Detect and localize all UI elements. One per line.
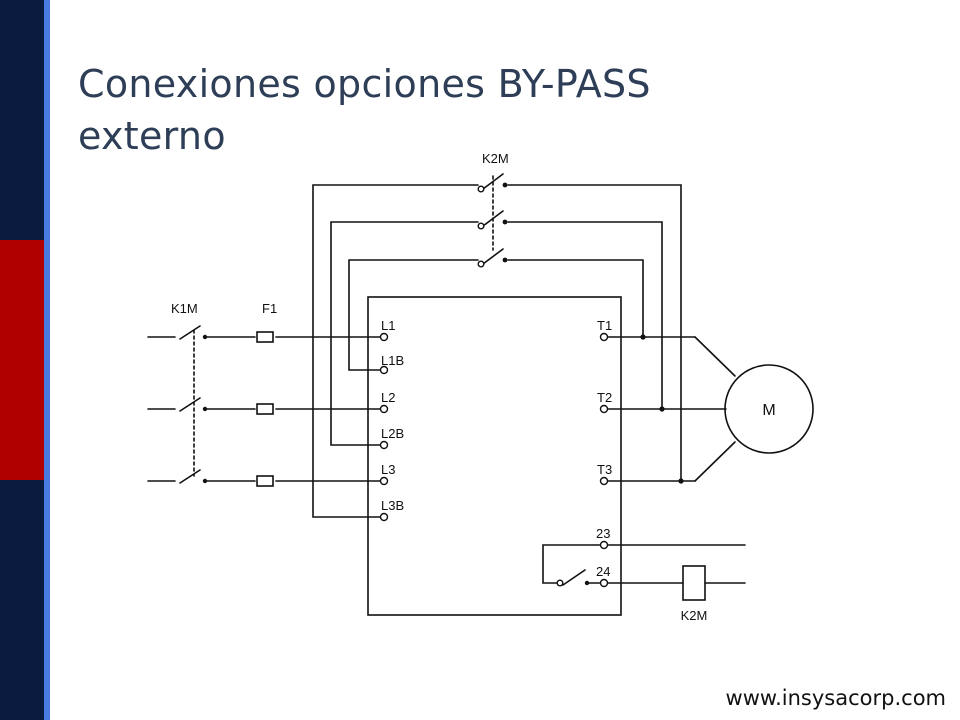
k2m-fixed-3: [502, 257, 508, 263]
label-f1: F1: [262, 301, 277, 316]
k2m-node-1: [477, 185, 485, 193]
k1m-contact-1: [179, 325, 201, 340]
terminals: [379, 185, 609, 588]
label-l2b: L2B: [381, 426, 404, 441]
label-coil-k2m: K2M: [681, 608, 708, 623]
fuse-3: [256, 475, 274, 487]
motor-circle: [724, 364, 814, 454]
label-k1m: K1M: [171, 301, 198, 316]
label-l1: L1: [381, 318, 395, 333]
wire-relay-23: [542, 544, 602, 584]
label-t1: T1: [597, 318, 612, 333]
label-l1b: L1B: [381, 353, 404, 368]
label-t2: T2: [597, 390, 612, 405]
line-t1-motor: [694, 336, 736, 377]
line-t3-motor: [694, 441, 736, 482]
wire-l3b-bypass: [312, 184, 479, 518]
k1m-fixed-3: [202, 478, 208, 484]
label-motor: M: [762, 402, 775, 419]
relay-fixed: [584, 580, 590, 586]
wire-bypass-t2: [507, 221, 663, 410]
k2m-node-3: [477, 260, 485, 268]
slide-title-line1: Conexiones opciones BY-PASS: [78, 62, 651, 106]
terminal-l1: [379, 332, 389, 342]
k2m-node-2: [477, 222, 485, 230]
terminal-l1b: [379, 365, 389, 375]
terminal-t3: [599, 476, 609, 486]
terminal-23: [599, 540, 609, 550]
relay-node: [556, 579, 564, 587]
fuse-2: [256, 403, 274, 415]
terminal-t1: [599, 332, 609, 342]
k1m-fixed-1: [202, 334, 208, 340]
k1m-fixed-2: [202, 406, 208, 412]
wires: [147, 173, 814, 616]
footer-url: www.insysacorp.com: [725, 686, 946, 710]
wire-l2b-bypass: [330, 221, 479, 446]
sidebar-band-navy-bottom: [0, 480, 44, 720]
label-l3b: L3B: [381, 498, 404, 513]
terminal-l2: [379, 404, 389, 414]
junction-t1: [640, 334, 646, 340]
terminal-l3b: [379, 512, 389, 522]
wire-bypass-t3: [507, 184, 682, 482]
sidebar-band-navy-top: [0, 0, 44, 240]
sidebar-stripe-blue: [44, 0, 50, 720]
terminal-t2: [599, 404, 609, 414]
wire-l1b-bypass: [348, 259, 479, 371]
label-l2: L2: [381, 390, 395, 405]
label-l3: L3: [381, 462, 395, 477]
junction-t3: [678, 478, 684, 484]
sidebar-decoration: [0, 0, 52, 720]
label-23: 23: [596, 526, 610, 541]
slide-title-line2: externo: [78, 114, 226, 158]
k2m-coil: [682, 565, 706, 601]
junction-t2: [659, 406, 665, 412]
soft-starter-box: [367, 296, 622, 616]
terminal-l3: [379, 476, 389, 486]
junctions: [202, 182, 684, 586]
k2m-fixed-1: [502, 182, 508, 188]
relay-contact: [562, 569, 586, 586]
k2m-contact-3: [482, 248, 504, 265]
k2m-fixed-2: [502, 219, 508, 225]
label-24: 24: [596, 564, 610, 579]
fuse-1: [256, 331, 274, 343]
wire-bypass-t1: [507, 259, 644, 338]
terminal-l2b: [379, 440, 389, 450]
label-t3: T3: [597, 462, 612, 477]
label-k2m: K2M: [482, 151, 509, 166]
k1m-contact-2: [179, 397, 201, 412]
terminal-24: [599, 578, 609, 588]
slide-title: Conexiones opciones BY-PASS externo: [78, 58, 778, 162]
sidebar-band-red: [0, 240, 44, 480]
k1m-contact-3: [179, 469, 201, 484]
